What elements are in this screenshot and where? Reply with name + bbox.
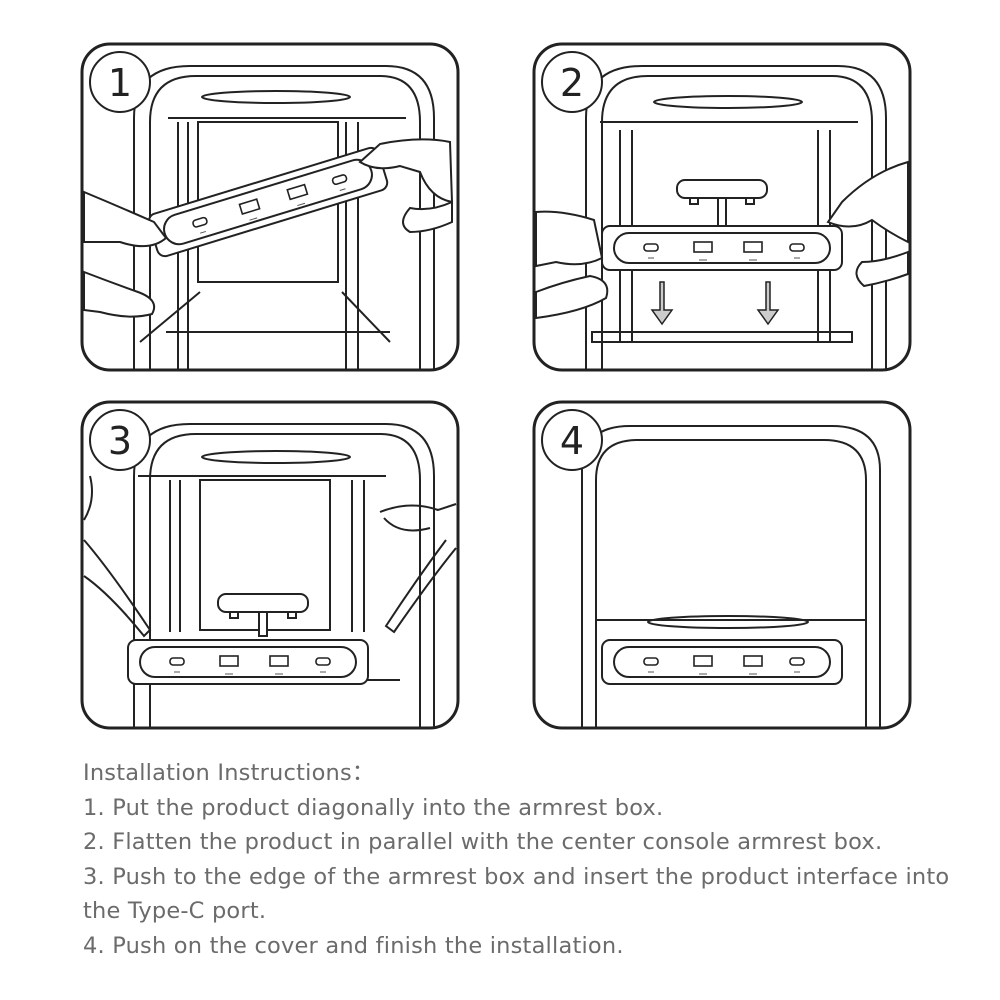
step-2-number: 2 xyxy=(560,61,584,105)
step-1-illustration: 1 xyxy=(80,42,460,372)
step-3-badge xyxy=(89,409,151,471)
hands xyxy=(535,160,909,320)
step-2-panel: 2 xyxy=(532,42,912,372)
step-4-panel: 4 xyxy=(532,400,912,730)
instruction-line-1: 1. Put the product diagonally into the a… xyxy=(83,794,664,821)
hands xyxy=(83,475,457,638)
step-2-illustration: 2 xyxy=(532,42,912,372)
step-1-badge xyxy=(89,51,151,113)
instruction-line-2: 2. Flatten the product in parallel with … xyxy=(83,829,883,855)
step-2-badge xyxy=(541,51,603,113)
step-1-number: 1 xyxy=(108,61,132,105)
usb-hub-flat xyxy=(602,226,842,270)
bracket xyxy=(676,179,768,235)
installation-instructions: Installation Instructions： 1. Put the pr… xyxy=(83,756,963,963)
step-4-number: 4 xyxy=(560,419,584,463)
instructions-heading: Installation Instructions： xyxy=(83,760,375,786)
usb-hub-installed xyxy=(602,640,842,684)
instruction-line-4: 4. Push on the cover and finish the inst… xyxy=(83,932,624,959)
step-3-panel: 3 xyxy=(80,400,460,730)
step-4-badge xyxy=(541,409,603,471)
step-1-panel: 1 xyxy=(80,42,460,372)
hands xyxy=(83,138,454,318)
step-3-illustration: 3 xyxy=(80,400,460,730)
bracket xyxy=(217,593,309,637)
instruction-line-3: 3. Push to the edge of the armrest box a… xyxy=(83,863,950,925)
usb-hub-inserted xyxy=(128,640,368,684)
down-arrows xyxy=(650,281,780,326)
step-4-illustration: 4 xyxy=(532,400,912,730)
step-3-number: 3 xyxy=(108,419,132,463)
